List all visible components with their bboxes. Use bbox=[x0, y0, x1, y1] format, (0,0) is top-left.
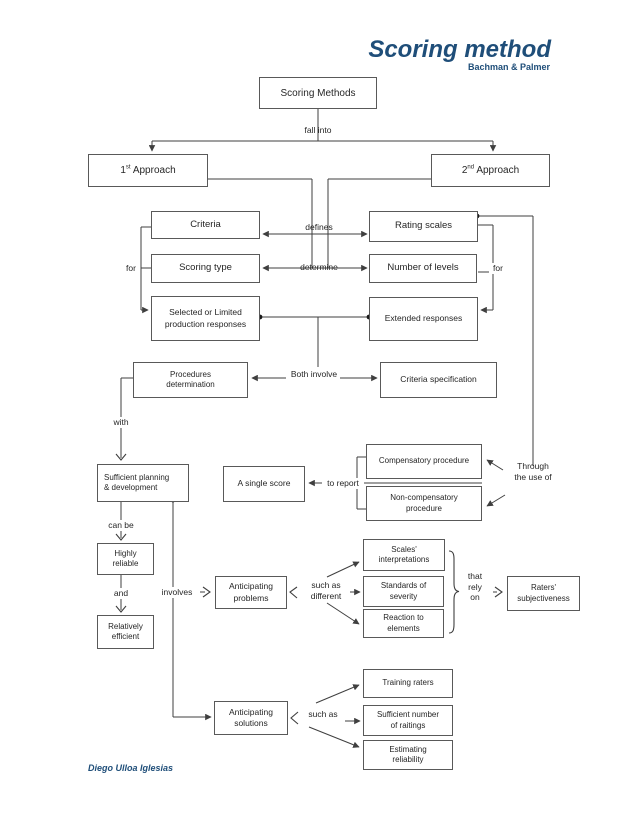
approach-1-label: 1st Approach bbox=[120, 164, 176, 176]
filled-arrows bbox=[141, 141, 506, 748]
node-scoring-methods: Scoring Methods bbox=[259, 77, 377, 109]
node-non-compensatory: Non-compensatory procedure bbox=[366, 486, 482, 521]
label-such-as: such as bbox=[308, 709, 338, 719]
node-relatively-efficient: Relatively efficient bbox=[97, 615, 154, 649]
label-can-be: can be bbox=[105, 520, 137, 531]
approach-2-label: 2nd Approach bbox=[461, 164, 520, 176]
arrow-to-reaction bbox=[326, 602, 360, 625]
label-defines: defines bbox=[305, 222, 333, 232]
label-that-rely-on: that rely on bbox=[467, 571, 483, 603]
arrow-to-scales-interpretations bbox=[326, 561, 360, 578]
author-signature: Diego Ulloa Iglesias bbox=[88, 763, 174, 773]
node-criteria: Criteria bbox=[151, 211, 260, 239]
node-highly-reliable: Highly reliable bbox=[97, 543, 154, 575]
label-determine: determine bbox=[300, 262, 338, 272]
node-criteria-specification: Criteria specification bbox=[380, 362, 497, 398]
arrow-to-training bbox=[315, 684, 360, 704]
node-anticipating-solutions: Anticipating solutions bbox=[214, 701, 288, 735]
node-reaction-elements: Reaction to elements bbox=[363, 609, 444, 638]
node-number-of-levels: Number of levels bbox=[369, 254, 477, 283]
connector-lines bbox=[120, 109, 534, 717]
node-compensatory: Compensatory procedure bbox=[366, 444, 482, 479]
node-scales-interpretations: Scales' interpretations bbox=[363, 539, 445, 571]
node-selected-limited: Selected or Limited production responses bbox=[151, 296, 260, 341]
label-for-right: for bbox=[489, 263, 507, 274]
curly-brace bbox=[448, 550, 460, 634]
arrow-to-noncompensatory bbox=[486, 494, 506, 507]
label-fall-into: fall into bbox=[304, 125, 332, 135]
label-involves: involves bbox=[158, 587, 196, 598]
page-title: Scoring method bbox=[368, 36, 551, 63]
label-such-as-different: such as different bbox=[310, 580, 342, 601]
node-raters-subjectiveness: Raters' subjectiveness bbox=[507, 576, 580, 611]
label-and: and bbox=[107, 588, 135, 599]
node-scoring-type: Scoring type bbox=[151, 254, 260, 283]
label-through-the-use-of: Through the use of bbox=[514, 461, 552, 482]
page-subtitle: Bachman & Palmer bbox=[467, 62, 550, 72]
node-a-single-score: A single score bbox=[223, 466, 305, 502]
node-training-raters: Training raters bbox=[363, 669, 453, 698]
node-rating-scales: Rating scales bbox=[369, 211, 478, 242]
label-with: with bbox=[107, 417, 135, 428]
label-for-left: for bbox=[126, 263, 136, 273]
label-both-involve: Both involve bbox=[290, 369, 338, 379]
node-approach-1: 1st Approach bbox=[88, 154, 208, 187]
node-estimating-reliability: Estimating reliability bbox=[363, 740, 453, 770]
node-sufficient-planning: Sufficient planning & development bbox=[97, 464, 189, 502]
node-extended-responses: Extended responses bbox=[369, 297, 478, 341]
open-arrowheads bbox=[115, 453, 503, 725]
node-approach-2: 2nd Approach bbox=[431, 154, 550, 187]
label-to-report: to report bbox=[322, 478, 364, 489]
arrow-to-compensatory bbox=[486, 459, 504, 471]
node-standards-severity: Standards of severity bbox=[363, 576, 444, 607]
arrow-to-estimating bbox=[308, 726, 360, 748]
node-sufficient-raitings: Sufficient number of raitings bbox=[363, 705, 453, 736]
node-anticipating-problems: Anticipating problems bbox=[215, 576, 287, 609]
node-procedures-determination: Procedures determination bbox=[133, 362, 248, 398]
